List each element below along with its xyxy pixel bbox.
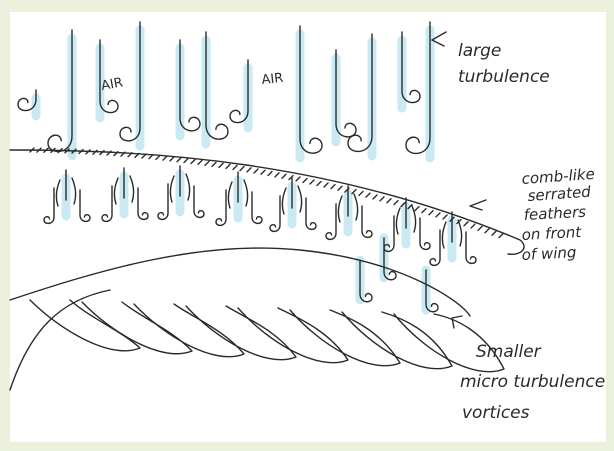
micro-vortex [466, 232, 476, 263]
micro-vortex [326, 204, 336, 239]
wing-underside [10, 248, 470, 316]
micro-vortex [102, 186, 112, 221]
air-label-2: AIR [261, 71, 284, 88]
micro-turbulence-label: Smaller micro turbulence vortices [460, 342, 605, 423]
micro-vortex [362, 206, 372, 237]
feather-tuft [282, 178, 301, 214]
micro-vortex [158, 184, 168, 219]
micro-vortex [194, 186, 204, 217]
feather-tuft [228, 172, 247, 208]
serrated-feathers-line-4: on front [521, 223, 582, 244]
micro-turbulence-line-1: Smaller [476, 342, 542, 362]
feather-tuft [396, 198, 415, 234]
feather-tuft [114, 168, 133, 204]
wing-body-curve [10, 290, 110, 390]
micro-vortex [270, 196, 280, 231]
micro-vortex [80, 190, 90, 221]
serrated-feathers-line-3: feathers [523, 203, 586, 224]
micro-vortex [138, 188, 148, 219]
large-turbulence-line-2: turbulence [458, 67, 550, 87]
micro-turbulence-line-2: micro turbulence [460, 372, 605, 392]
feather-tuft [170, 166, 189, 202]
large-turbulence-line-1: large [458, 41, 501, 61]
micro-vortex [44, 188, 54, 223]
arrow-icon [470, 200, 486, 210]
serrated-feathers-line-5: of wing [521, 243, 577, 264]
serrated-feathers-line-2: serrated [527, 183, 592, 205]
trailing-feather [30, 300, 140, 351]
micro-vortex [252, 192, 262, 223]
air-wash-layer [36, 30, 452, 310]
micro-vortex [420, 218, 430, 249]
air-label-1: AIR [100, 75, 124, 94]
micro-vortex [306, 198, 316, 229]
feather-tuft [56, 170, 75, 206]
large-turbulence-label: large turbulence [458, 41, 550, 87]
micro-turbulence-line-3: vortices [462, 403, 530, 423]
serrated-feathers-label: comb-like serrated feathers on front of … [521, 165, 595, 264]
micro-vortex [216, 190, 226, 225]
micro-vortex [430, 230, 440, 265]
wing-leading-edge [10, 150, 524, 254]
